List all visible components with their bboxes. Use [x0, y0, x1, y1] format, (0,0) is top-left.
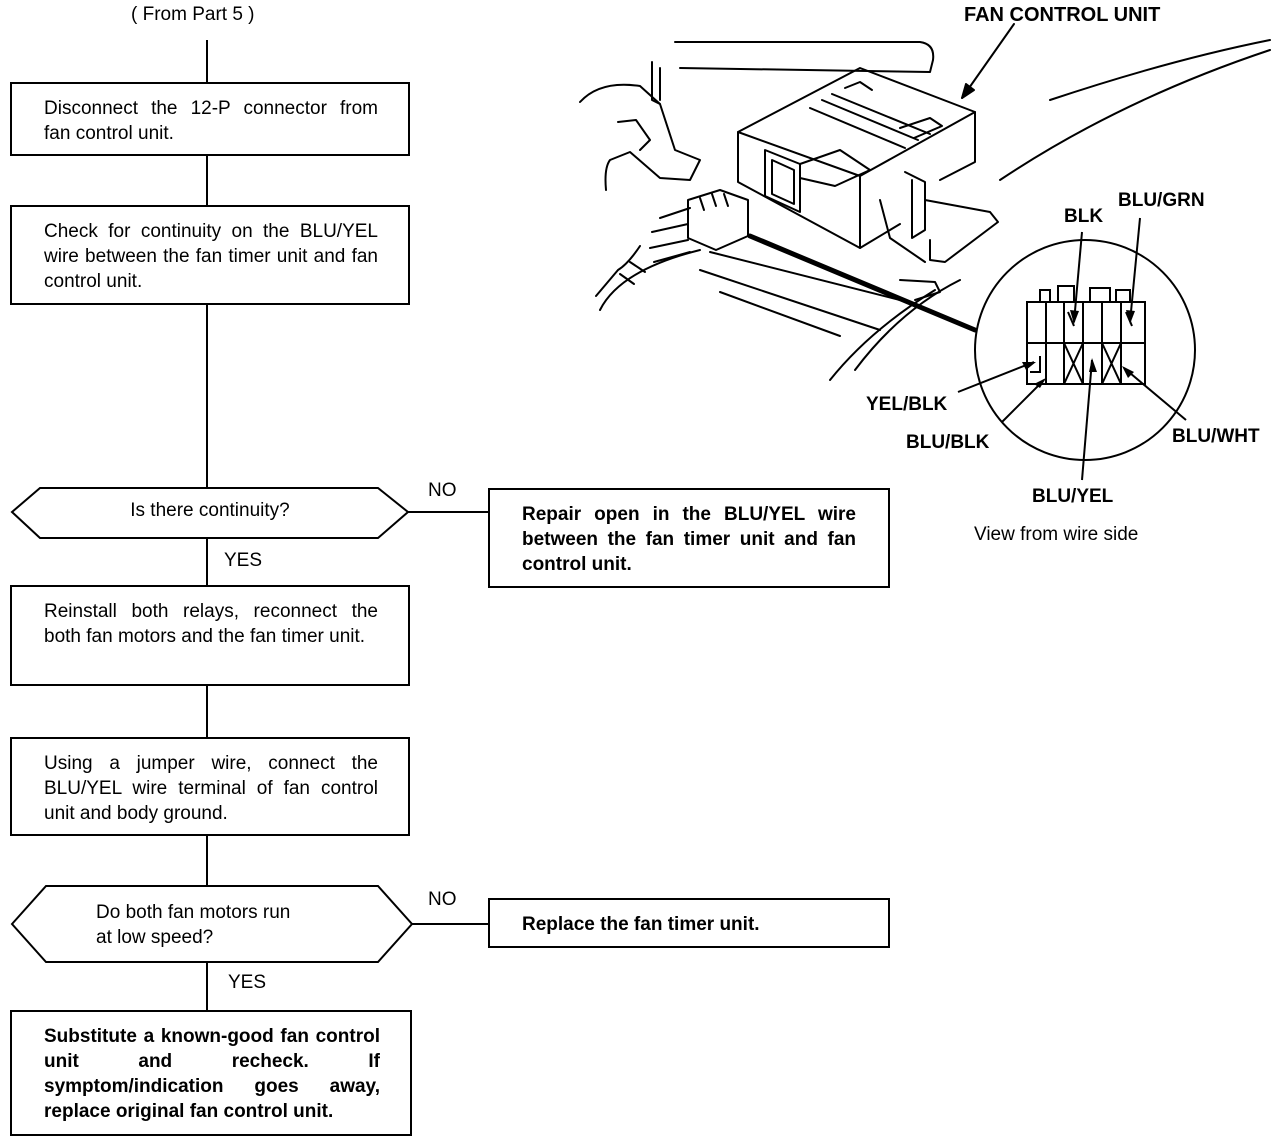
step-reinstall-box: Reinstall both relays, reconnect the bot… [10, 585, 410, 686]
step-disconnect-box: Disconnect the 12-P connector from fan c… [10, 82, 410, 156]
pin-label-blu-grn: BLU/GRN [1118, 190, 1205, 211]
pin-label-yel-blk: YEL/BLK [866, 394, 948, 415]
decision1-text: Is there continuity? [130, 500, 290, 521]
step-disconnect-text: Disconnect the 12-P connector from fan c… [44, 98, 378, 144]
step-jumper-box: Using a jumper wire, connect the BLU/YEL… [10, 737, 410, 836]
repair-open-text: Repair open in the BLU/YEL wire between … [522, 504, 856, 575]
repair-open-box: Repair open in the BLU/YEL wire between … [488, 488, 890, 588]
substitute-text: Substitute a known-good fan control unit… [44, 1026, 380, 1122]
decision2-shape [10, 885, 414, 963]
decision2-line1: Do both fan motors run [96, 902, 291, 923]
decision1-no-label: NO [428, 480, 457, 501]
step-check-continuity-box: Check for continuity on the BLU/YEL wire… [10, 205, 410, 305]
pin-label-blu-blk: BLU/BLK [906, 432, 990, 453]
replace-timer-box: Replace the fan timer unit. [488, 898, 890, 948]
replace-timer-text: Replace the fan timer unit. [522, 914, 760, 935]
step-reinstall-text: Reinstall both relays, reconnect the bot… [44, 601, 378, 647]
pin-label-blk: BLK [1064, 206, 1104, 227]
illustration-caption: View from wire side [974, 524, 1139, 545]
substitute-box: Substitute a known-good fan control unit… [10, 1010, 412, 1136]
pin-label-blu-wht: BLU/WHT [1172, 426, 1260, 447]
decision2-no-label: NO [428, 889, 457, 910]
step-jumper-text: Using a jumper wire, connect the BLU/YEL… [44, 753, 378, 824]
pin-label-blu-yel: BLU/YEL [1032, 486, 1114, 507]
decision2-line2: at low speed? [96, 927, 214, 948]
decision1-shape [10, 487, 410, 539]
step-check-continuity-text: Check for continuity on the BLU/YEL wire… [44, 221, 378, 292]
from-part-label: ( From Part 5 ) [131, 4, 255, 25]
illustration-title: FAN CONTROL UNIT [964, 4, 1161, 26]
decision1-yes-label: YES [224, 550, 263, 571]
decision2-yes-label: YES [228, 972, 267, 993]
